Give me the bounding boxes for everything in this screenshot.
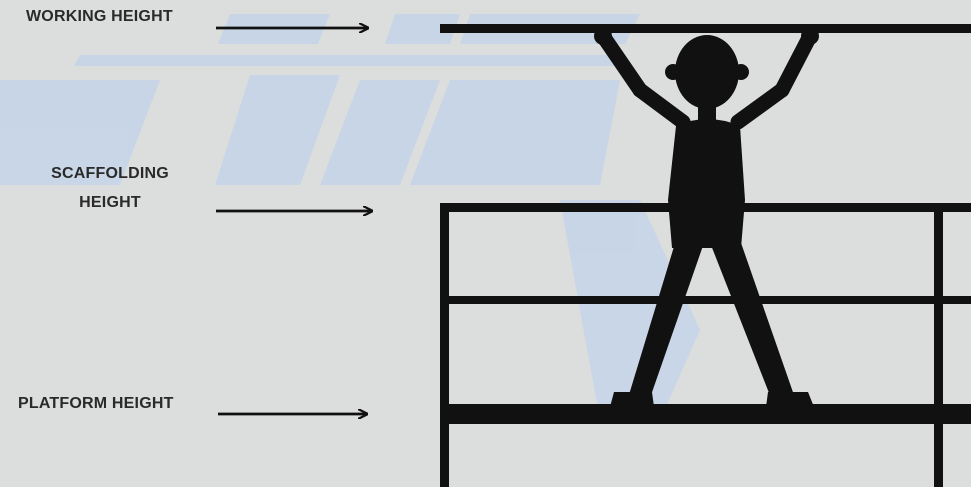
- scaffold-left-upright: [440, 203, 449, 487]
- working-height-bar: [440, 24, 971, 33]
- person-silhouette-icon: [594, 27, 819, 407]
- scaffold-platform: [440, 404, 971, 424]
- scaffold-right-upright: [934, 203, 943, 487]
- scaffold-mid-rail: [440, 296, 971, 304]
